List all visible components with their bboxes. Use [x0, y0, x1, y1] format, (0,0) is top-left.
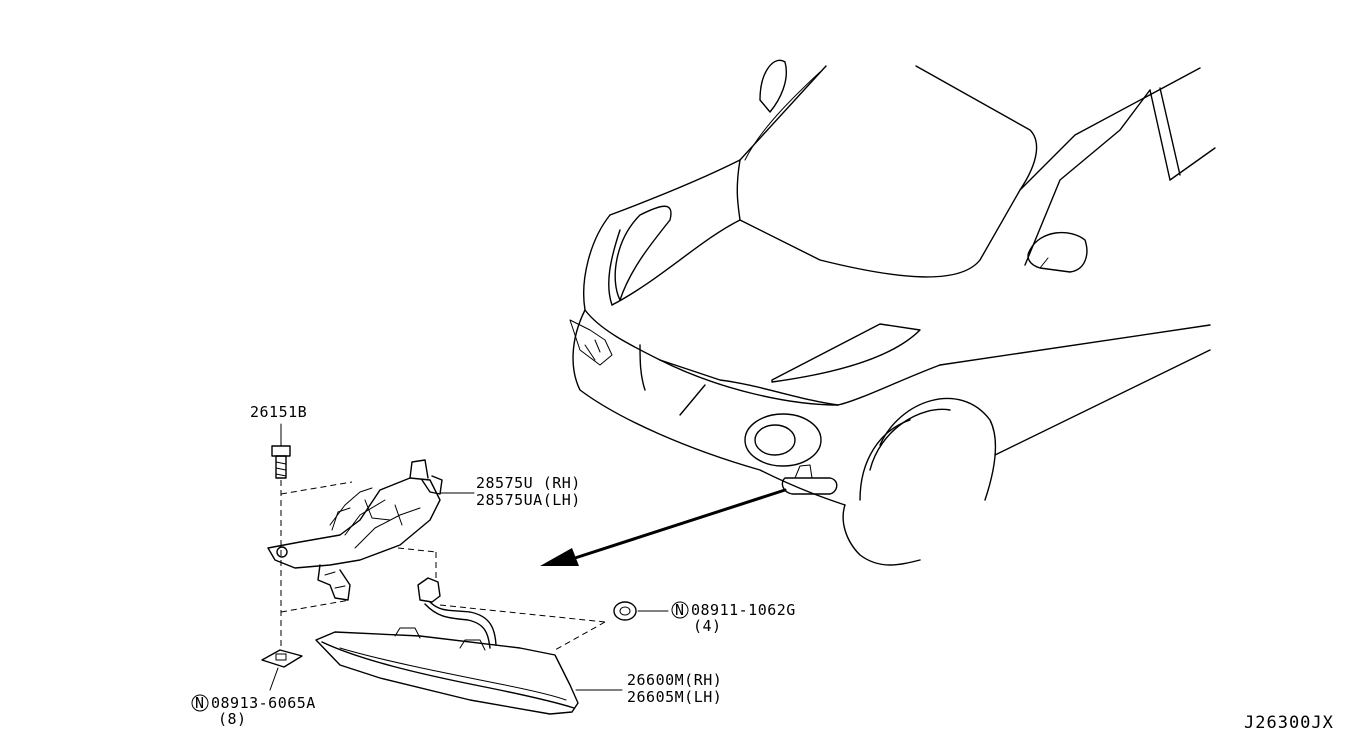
vehicle-outline [569, 59, 1216, 566]
label-bracket-rh: 28575U (RH) [476, 474, 581, 492]
label-bracket-lh: 28575UA(LH) [476, 491, 581, 509]
side-marker-lamp-part [315, 577, 606, 715]
pointer-arrow [540, 488, 787, 566]
nut-part [554, 601, 637, 651]
clip-marker: N [195, 694, 205, 712]
label-lamp-rh: 26600M(RH) [627, 671, 722, 689]
bracket-part [267, 459, 443, 613]
label-nut-qty: (4) [693, 617, 722, 635]
nut-callout: N 08911-1062G (4) [671, 601, 796, 635]
label-nut-part: 08911-1062G [691, 601, 796, 619]
bolt-part [271, 431, 291, 650]
clip-part [261, 649, 303, 668]
label-lamp-lh: 26605M(LH) [627, 688, 722, 706]
label-bolt-part: 26151B [250, 403, 307, 421]
label-clip-qty: (8) [218, 710, 247, 728]
leader-lines [269, 423, 669, 691]
clip-callout: N 08913-6065A (8) [191, 694, 316, 728]
diagram-code: J26300JX [1244, 713, 1334, 733]
nut-marker: N [675, 601, 685, 619]
label-clip-part: 08913-6065A [211, 694, 316, 712]
